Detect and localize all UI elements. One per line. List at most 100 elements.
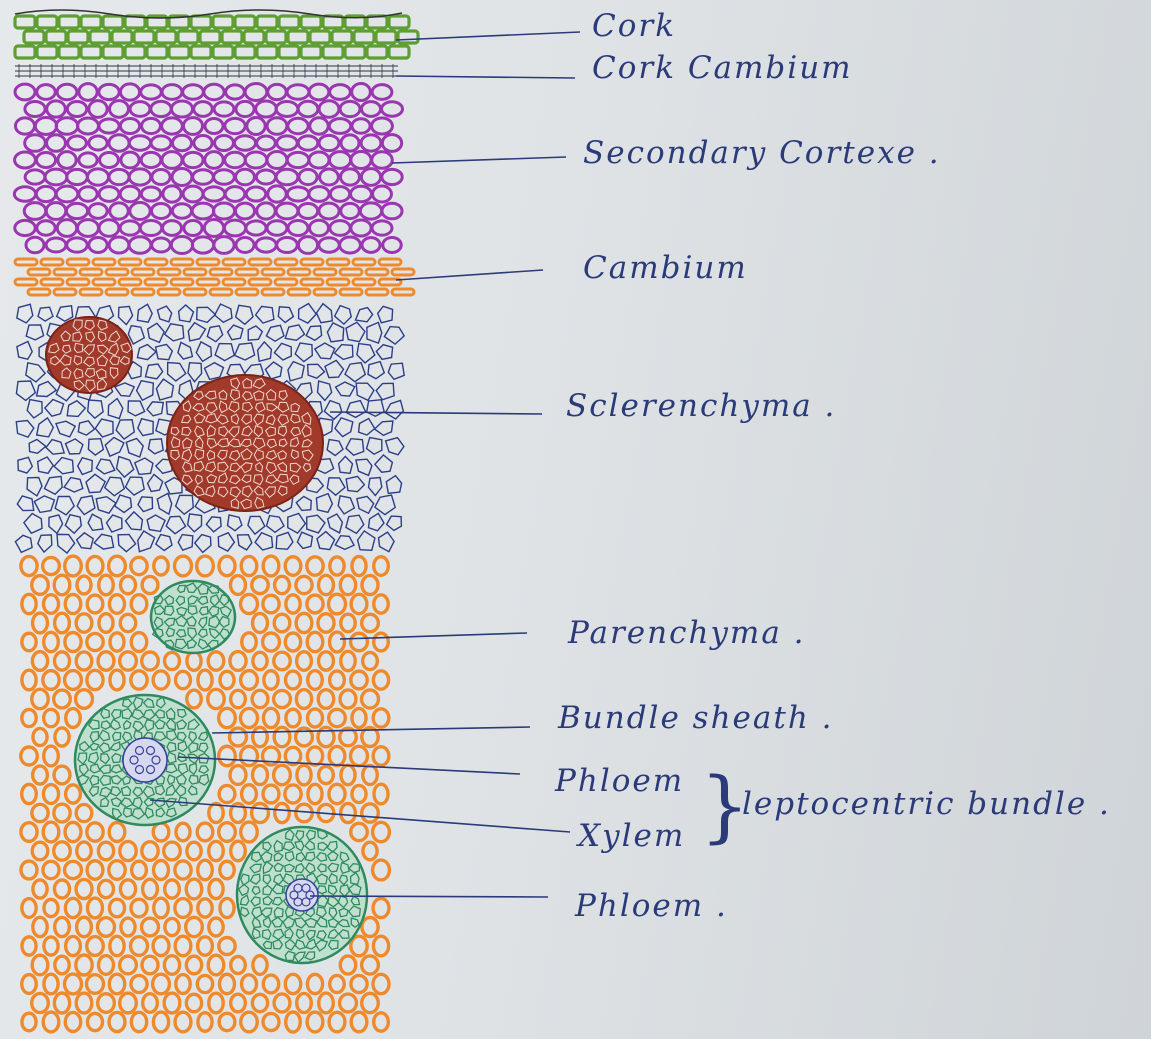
- parenchyma-cell: [340, 994, 357, 1012]
- parenchyma-cell: [198, 899, 212, 917]
- cortex-cell: [129, 169, 151, 185]
- parenchyma-cell: [54, 880, 69, 898]
- cortex-cell: [288, 118, 308, 133]
- sclerenchyma-cell: [267, 516, 285, 533]
- sclerenchyma-cell: [388, 363, 404, 379]
- sclerenchyma-cell: [346, 322, 365, 341]
- parenchyma-cell: [219, 785, 235, 802]
- label-secondary-cortex: Secondary Cortexe .: [583, 135, 941, 171]
- cortex-cell: [110, 203, 129, 219]
- parenchyma-cell: [241, 708, 258, 727]
- label-bundle-sheath: Bundle sheath .: [558, 700, 834, 736]
- parenchyma-cell: [87, 556, 103, 575]
- cambium-cell: [210, 269, 232, 275]
- sclerenchyma-cell: [156, 344, 173, 359]
- cortex-cell: [382, 135, 401, 152]
- sclerenchyma-cell: [346, 439, 364, 456]
- parenchyma-cell: [208, 689, 224, 708]
- cork-cell: [112, 31, 132, 43]
- cortex-cell: [310, 118, 329, 134]
- sclerenchyma-cell: [138, 419, 153, 436]
- cambium-cell: [132, 289, 154, 295]
- cortex-cell: [340, 237, 361, 253]
- parenchyma-cell: [142, 842, 158, 861]
- cortex-cell: [277, 136, 297, 150]
- cork-cell: [59, 16, 79, 28]
- parenchyma-cell: [54, 690, 71, 708]
- parenchyma-cell: [176, 823, 190, 841]
- parenchyma-cell: [164, 993, 180, 1013]
- cork-layer: [15, 10, 418, 58]
- sclerenchyma-cell: [197, 307, 216, 322]
- sclerenchyma-cell: [359, 419, 375, 436]
- parenchyma-cell: [274, 614, 290, 632]
- cork-cell: [323, 46, 343, 58]
- parenchyma-cell: [373, 974, 389, 993]
- parenchyma-cell: [231, 841, 246, 860]
- sclerenchyma-cell: [107, 515, 122, 532]
- label-cork-cambium: Cork Cambium: [592, 50, 853, 86]
- parenchyma-cell: [87, 633, 103, 650]
- parenchyma-cell: [109, 974, 124, 994]
- parenchyma-cell: [329, 594, 346, 614]
- parenchyma-cell: [187, 842, 201, 860]
- cambium-cell: [366, 289, 388, 295]
- cortex-cell: [204, 220, 223, 237]
- cortex-cell: [352, 119, 370, 133]
- cortex-cell: [172, 204, 191, 218]
- sclerenchyma-cell: [176, 495, 194, 514]
- cambium-cell: [145, 279, 167, 285]
- cork-cell: [37, 46, 57, 58]
- sclerenchyma-cell: [64, 478, 83, 492]
- parenchyma-cell: [65, 861, 82, 878]
- sclerenchyma-cell: [307, 515, 325, 533]
- parenchyma-cell: [33, 728, 47, 745]
- sclerenchyma-cell: [147, 402, 163, 416]
- cortex-cell: [183, 186, 203, 202]
- parenchyma-cell: [274, 727, 290, 746]
- sclerenchyma-cell: [295, 343, 312, 362]
- cork-cell: [46, 31, 66, 43]
- cambium-cell: [262, 269, 284, 275]
- cambium-cell: [106, 269, 128, 275]
- cortex-cell: [234, 136, 255, 150]
- cortex-cell: [330, 85, 351, 100]
- cortex-cell: [152, 169, 170, 184]
- sclerenchyma-cell: [387, 516, 402, 530]
- sclerenchyma-cell: [324, 401, 342, 420]
- parenchyma-cell: [22, 709, 36, 726]
- sclerenchyma-cell: [78, 458, 93, 475]
- cortex-cell: [120, 186, 140, 202]
- cork-cambium-layer: [15, 64, 398, 78]
- cortex-cell: [362, 238, 380, 253]
- parenchyma-cell: [131, 633, 146, 652]
- parenchyma-cell: [22, 899, 36, 918]
- cortex-cell: [287, 85, 309, 100]
- sclerenchyma-cell: [288, 362, 304, 381]
- cortex-cell: [15, 118, 34, 134]
- cambium-cell: [54, 269, 76, 275]
- sclerenchyma-cell: [228, 515, 242, 531]
- sclerenchyma-cell: [325, 360, 344, 377]
- sclerenchyma-cell: [205, 363, 224, 380]
- leader-cambium: [396, 270, 543, 280]
- sclerenchyma-cell: [116, 420, 134, 439]
- cortex-cell: [89, 101, 107, 118]
- parenchyma-cell: [175, 899, 191, 918]
- parenchyma-cell: [43, 671, 59, 690]
- parenchyma-cell: [109, 861, 125, 880]
- cortex-cell: [341, 135, 359, 151]
- sclerenchyma-cell: [118, 535, 136, 552]
- cortex-cell: [67, 101, 86, 116]
- cortex-cell: [151, 136, 171, 150]
- cortex-cell: [298, 203, 317, 218]
- cambium-cell: [301, 279, 323, 285]
- parenchyma-cell: [198, 937, 213, 955]
- cortex-cell: [171, 237, 192, 254]
- parenchyma-cell: [165, 652, 180, 669]
- cambium-cell: [353, 259, 375, 265]
- parenchyma-cell: [307, 557, 323, 575]
- cortex-cell: [130, 203, 150, 220]
- parenchyma-cell: [65, 556, 82, 576]
- cambium-cell: [379, 259, 401, 265]
